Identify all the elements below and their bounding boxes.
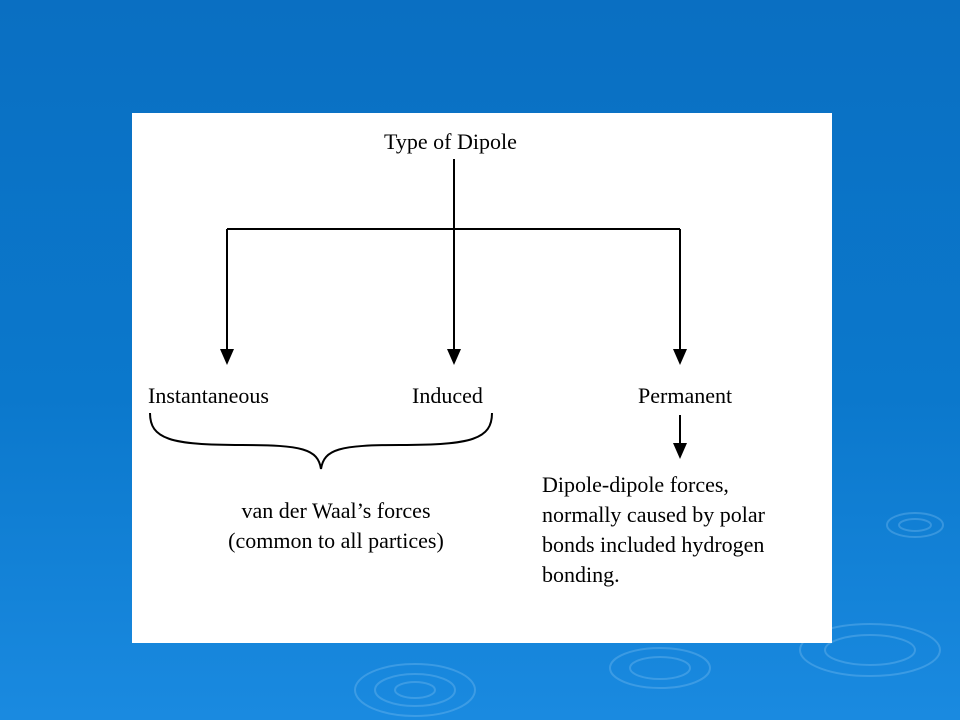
vdw-forces-note: van der Waal’s forces (common to all par… [186, 496, 486, 556]
leaf-permanent: Permanent [638, 383, 733, 408]
root-label: Type of Dipole [384, 129, 517, 154]
vdw-brace [149, 412, 493, 470]
vdw-note-line: (common to all partices) [228, 528, 444, 553]
arrowhead-dipole-note [673, 443, 687, 459]
arrowhead-induced [447, 349, 461, 365]
leaf-induced: Induced [412, 383, 483, 408]
dipole-note-line: bonding. [542, 562, 620, 587]
arrowhead-permanent [673, 349, 687, 365]
arrowhead-instantaneous [220, 349, 234, 365]
diagram-panel: Type of Dipole Instantaneous Induced Per… [132, 113, 832, 643]
leaf-instantaneous: Instantaneous [148, 383, 269, 408]
dipole-note-line: Dipole-dipole forces, [542, 472, 729, 497]
diagram-connectors [149, 159, 687, 470]
vdw-note-line: van der Waal’s forces [241, 498, 431, 523]
dipole-note-line: normally caused by polar [542, 502, 765, 527]
dipole-note-line: bonds included hydrogen [542, 532, 765, 557]
dipole-dipole-note: Dipole-dipole forces, normally caused by… [542, 470, 822, 590]
